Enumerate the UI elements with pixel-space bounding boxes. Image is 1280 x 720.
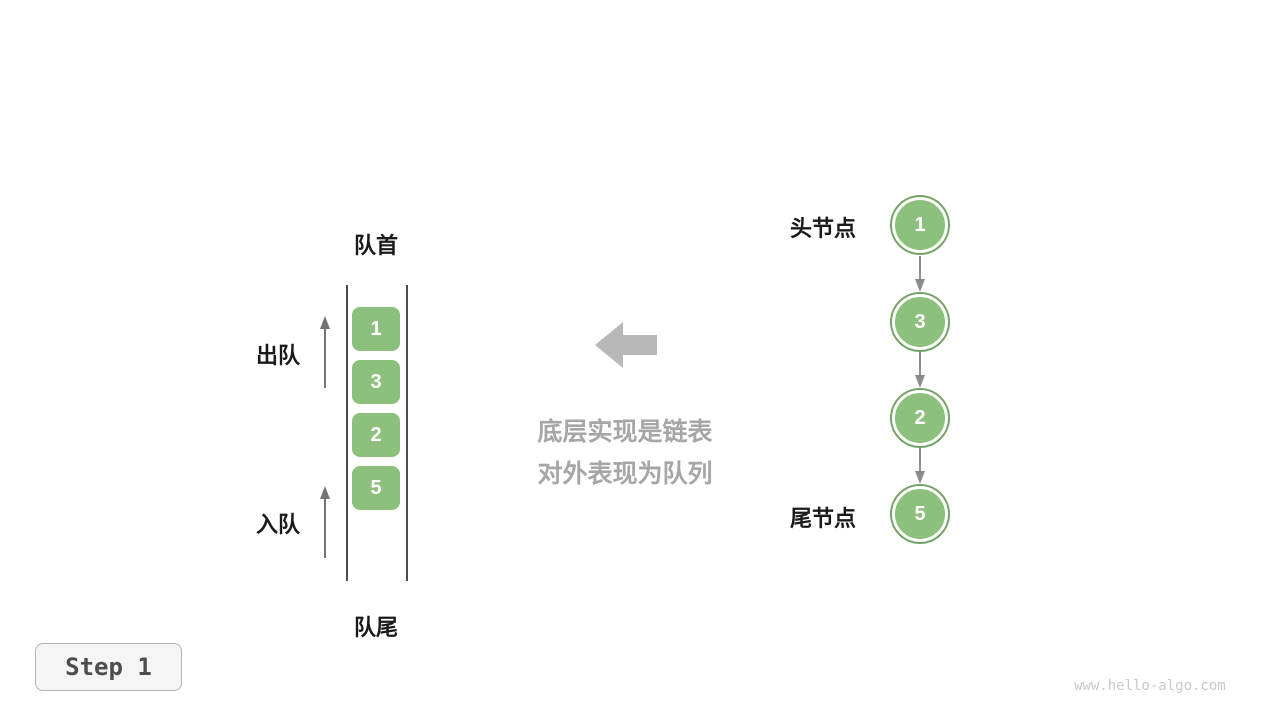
link-down-arrow-icon: [915, 256, 925, 292]
queue-wall-left: [346, 285, 348, 581]
queue-cell: 5: [352, 466, 400, 510]
linked-list-node: 5: [892, 486, 948, 542]
link-down-arrow-icon: [915, 352, 925, 388]
enqueue-up-arrow-icon: [320, 486, 330, 558]
caption-line-2: 对外表现为队列: [537, 460, 713, 488]
tail-node-label: 尾节点: [789, 506, 856, 531]
head-node-label: 头节点: [789, 216, 856, 241]
watermark: www.hello-algo.com: [1074, 678, 1226, 694]
queue-front-label: 队首: [353, 233, 398, 258]
linked-list-node: 3: [892, 294, 948, 350]
dequeue-up-arrow-icon: [320, 316, 330, 388]
queue-cell: 1: [352, 307, 400, 351]
linked-list-node: 2: [892, 390, 948, 446]
linked-list-node: 1: [892, 197, 948, 253]
left-block-arrow-icon: [595, 322, 657, 368]
link-down-arrow-icon: [915, 448, 925, 484]
enqueue-label: 入队: [255, 512, 300, 537]
dequeue-label: 出队: [255, 343, 300, 368]
queue-tail-label: 队尾: [353, 615, 398, 640]
queue-wall-right: [406, 285, 408, 581]
queue-cell: 3: [352, 360, 400, 404]
queue-cell: 2: [352, 413, 400, 457]
caption-line-1: 底层实现是链表: [537, 418, 713, 446]
step-badge: Step 1: [35, 643, 182, 691]
